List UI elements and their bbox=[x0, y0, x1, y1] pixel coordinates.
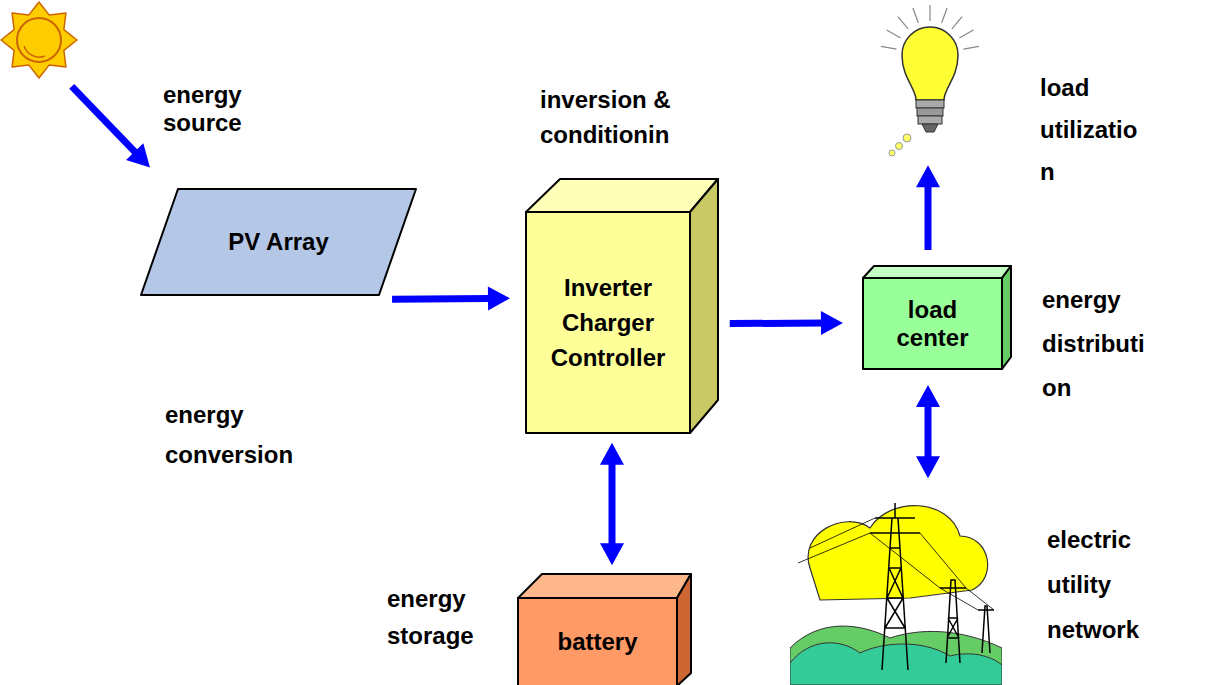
flow-arrow bbox=[916, 385, 940, 478]
box-face bbox=[526, 179, 718, 212]
box-face bbox=[677, 574, 691, 685]
utility-network-node: electric utility network bbox=[790, 488, 1002, 685]
inverter-box: Inverter Charger Controller bbox=[525, 177, 720, 435]
box-outline bbox=[525, 177, 720, 435]
stage-label: energy distributi on bbox=[1042, 278, 1145, 410]
node-text: load center bbox=[896, 296, 968, 352]
node-text: Inverter Charger Controller bbox=[551, 270, 666, 375]
arrow-head bbox=[600, 443, 624, 465]
utility-network-illustration bbox=[790, 488, 1002, 685]
node-text: PV Array bbox=[228, 228, 329, 256]
arrow-shaft bbox=[925, 405, 932, 458]
box-face bbox=[518, 598, 677, 685]
text-area: load center bbox=[863, 278, 1002, 369]
stage-label: energy conversion bbox=[165, 395, 293, 475]
stage-label: energy storage bbox=[387, 580, 474, 654]
arrow-shaft bbox=[72, 86, 136, 153]
arrow-head bbox=[916, 456, 940, 478]
box-face bbox=[1002, 266, 1011, 369]
battery-box: battery bbox=[517, 573, 692, 685]
flow-arrow bbox=[392, 286, 510, 310]
arrow-head bbox=[488, 286, 510, 310]
arrow-head bbox=[821, 311, 843, 335]
stage-label: inversion & conditionin bbox=[540, 82, 675, 152]
arrow-head bbox=[916, 165, 940, 187]
pv-array-box: PV Array bbox=[140, 188, 417, 296]
light-bulb-illustration bbox=[880, 0, 980, 162]
energy-source-node: energy source bbox=[0, 0, 78, 80]
box-face bbox=[863, 278, 1002, 369]
box-face bbox=[863, 266, 1011, 278]
text-area: PV Array bbox=[180, 188, 377, 296]
load-utilization-node: load utilizatio n bbox=[880, 0, 980, 162]
arrow-shaft bbox=[925, 185, 932, 250]
sun-illustration bbox=[0, 0, 78, 80]
box-face bbox=[141, 189, 416, 295]
box-face bbox=[518, 574, 691, 598]
node-text: load utilizatio n bbox=[1040, 67, 1137, 193]
arrow-shaft bbox=[730, 320, 823, 327]
node-text: battery bbox=[557, 628, 637, 656]
box-face bbox=[690, 179, 718, 433]
node-text: electric utility network bbox=[1047, 517, 1139, 652]
text-area: battery bbox=[518, 598, 677, 685]
node-text: energy source bbox=[163, 81, 242, 137]
arrow-head bbox=[600, 543, 624, 565]
flow-arrow bbox=[730, 311, 843, 335]
flow-arrow bbox=[916, 165, 940, 250]
load-center-box: load center bbox=[862, 265, 1012, 370]
arrow-head bbox=[916, 385, 940, 407]
flow-arrow bbox=[72, 86, 150, 167]
arrow-head bbox=[126, 143, 150, 167]
flow-arrow bbox=[600, 443, 624, 565]
arrow-shaft bbox=[608, 463, 615, 545]
arrow-shaft bbox=[392, 295, 490, 303]
text-area: Inverter Charger Controller bbox=[526, 212, 690, 433]
box-face bbox=[526, 212, 690, 433]
